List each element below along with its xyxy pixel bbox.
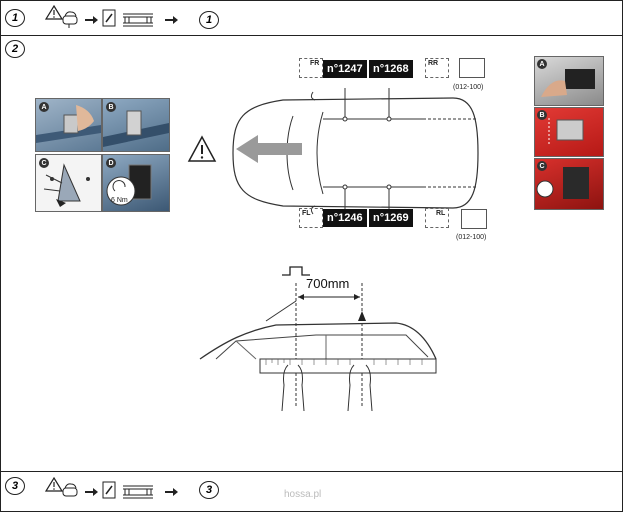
roof-bar-icon <box>123 485 153 499</box>
tag-front-right: n°1247 <box>323 60 367 78</box>
ref-box-top <box>459 58 485 78</box>
photo-c: C <box>35 154 102 212</box>
tag-rear-left: n°1269 <box>369 209 413 227</box>
right-photo-c-label: C <box>537 161 547 171</box>
roof-bar-icon <box>123 13 153 27</box>
hand-roof-icon <box>62 483 78 497</box>
ref-label-bottom: (012-100) <box>456 234 487 241</box>
step-3-target: 3 <box>199 481 219 499</box>
manual-icon <box>102 9 116 27</box>
step-1-number: 1 <box>5 9 25 27</box>
position-fr-icon: FR <box>299 58 323 78</box>
photo-d: D 6 Nm <box>102 154 170 212</box>
step-1-target: 1 <box>199 11 219 29</box>
step-1-row: 1 1 <box>0 0 623 36</box>
position-fl-icon: FL <box>299 208 323 228</box>
warning-icon <box>45 4 64 20</box>
torque-label: 6 Nm <box>111 197 128 204</box>
step-3-row: 3 3 hossa.pl <box>0 471 623 512</box>
right-photo-a: A <box>534 56 604 106</box>
photo-a: A <box>35 98 102 152</box>
photo-c-label: C <box>39 158 49 168</box>
warning-icon <box>45 476 64 492</box>
arrow-icon <box>165 488 178 496</box>
arrow-icon <box>165 16 178 24</box>
right-photo-a-label: A <box>537 59 547 69</box>
tag-front-left: n°1246 <box>323 209 367 227</box>
photo-b-label: B <box>106 102 116 112</box>
measurement-label: 700mm <box>306 276 350 291</box>
arrow-icon <box>85 16 98 24</box>
step-1-sequence <box>45 4 178 28</box>
photo-a-label: A <box>39 102 49 112</box>
hand-roof-icon <box>62 11 78 28</box>
step-3-sequence <box>45 476 178 499</box>
warning-icon <box>187 135 217 162</box>
ref-box-bottom <box>461 209 487 229</box>
photo-d-label: D <box>106 158 116 168</box>
arrow-icon <box>85 488 98 496</box>
photo-b: B <box>102 98 170 152</box>
step-3-number: 3 <box>5 477 25 495</box>
right-photo-b-label: B <box>537 110 547 120</box>
step-2-number: 2 <box>5 40 25 58</box>
manual-icon <box>102 481 116 499</box>
direction-arrow <box>236 135 302 163</box>
car-top-view <box>232 88 479 218</box>
ref-label-top: (012-100) <box>453 84 484 91</box>
position-rr-icon: RR <box>425 58 449 78</box>
tag-rear-right: n°1268 <box>369 60 413 78</box>
watermark: hossa.pl <box>284 489 322 500</box>
measurement-diagram <box>199 266 437 412</box>
right-photo-c: C <box>534 158 604 210</box>
right-photo-b: B <box>534 107 604 157</box>
position-rl-icon: RL <box>425 208 449 228</box>
step-2-row: 2 A B C D 6 Nm <box>0 35 623 472</box>
